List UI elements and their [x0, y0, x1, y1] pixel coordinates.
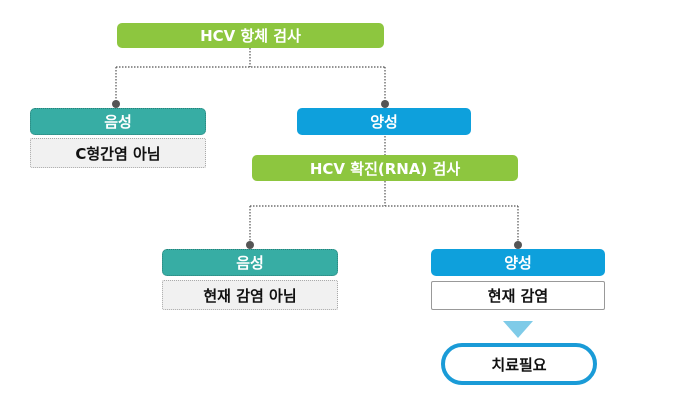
positive-label-1: 양성 — [370, 113, 398, 131]
negative-box-2: 음성 — [162, 249, 338, 276]
result-label-not-current-infection: 현재 감염 아님 — [203, 286, 297, 305]
treatment-needed-label: 치료필요 — [491, 355, 547, 374]
rna-test-box: HCV 확진(RNA) 검사 — [252, 155, 518, 181]
result-box-not-hepatitis-c: C형간염 아님 — [30, 138, 206, 168]
positive-label-2: 양성 — [504, 254, 532, 272]
positive-box-2: 양성 — [431, 249, 605, 276]
arrow-down-icon — [503, 321, 533, 338]
result-box-not-current-infection: 현재 감염 아님 — [162, 280, 338, 310]
negative-label-2: 음성 — [236, 254, 264, 272]
connector-dot — [112, 100, 120, 108]
connector-dot — [514, 241, 522, 249]
result-label-current-infection: 현재 감염 — [487, 287, 549, 305]
connector-dot — [381, 100, 389, 108]
negative-box-1: 음성 — [30, 108, 206, 135]
rna-test-label: HCV 확진(RNA) 검사 — [309, 159, 461, 178]
antibody-test-box: HCV 항체 검사 — [117, 23, 384, 48]
treatment-needed-box: 치료필요 — [441, 343, 597, 385]
connector-dot — [246, 241, 254, 249]
negative-label-1: 음성 — [104, 113, 132, 131]
result-box-current-infection: 현재 감염 — [431, 281, 605, 310]
result-label-not-hepatitis-c: C형간염 아님 — [75, 144, 161, 163]
positive-box-1: 양성 — [297, 108, 471, 135]
antibody-test-label: HCV 항체 검사 — [200, 27, 301, 45]
